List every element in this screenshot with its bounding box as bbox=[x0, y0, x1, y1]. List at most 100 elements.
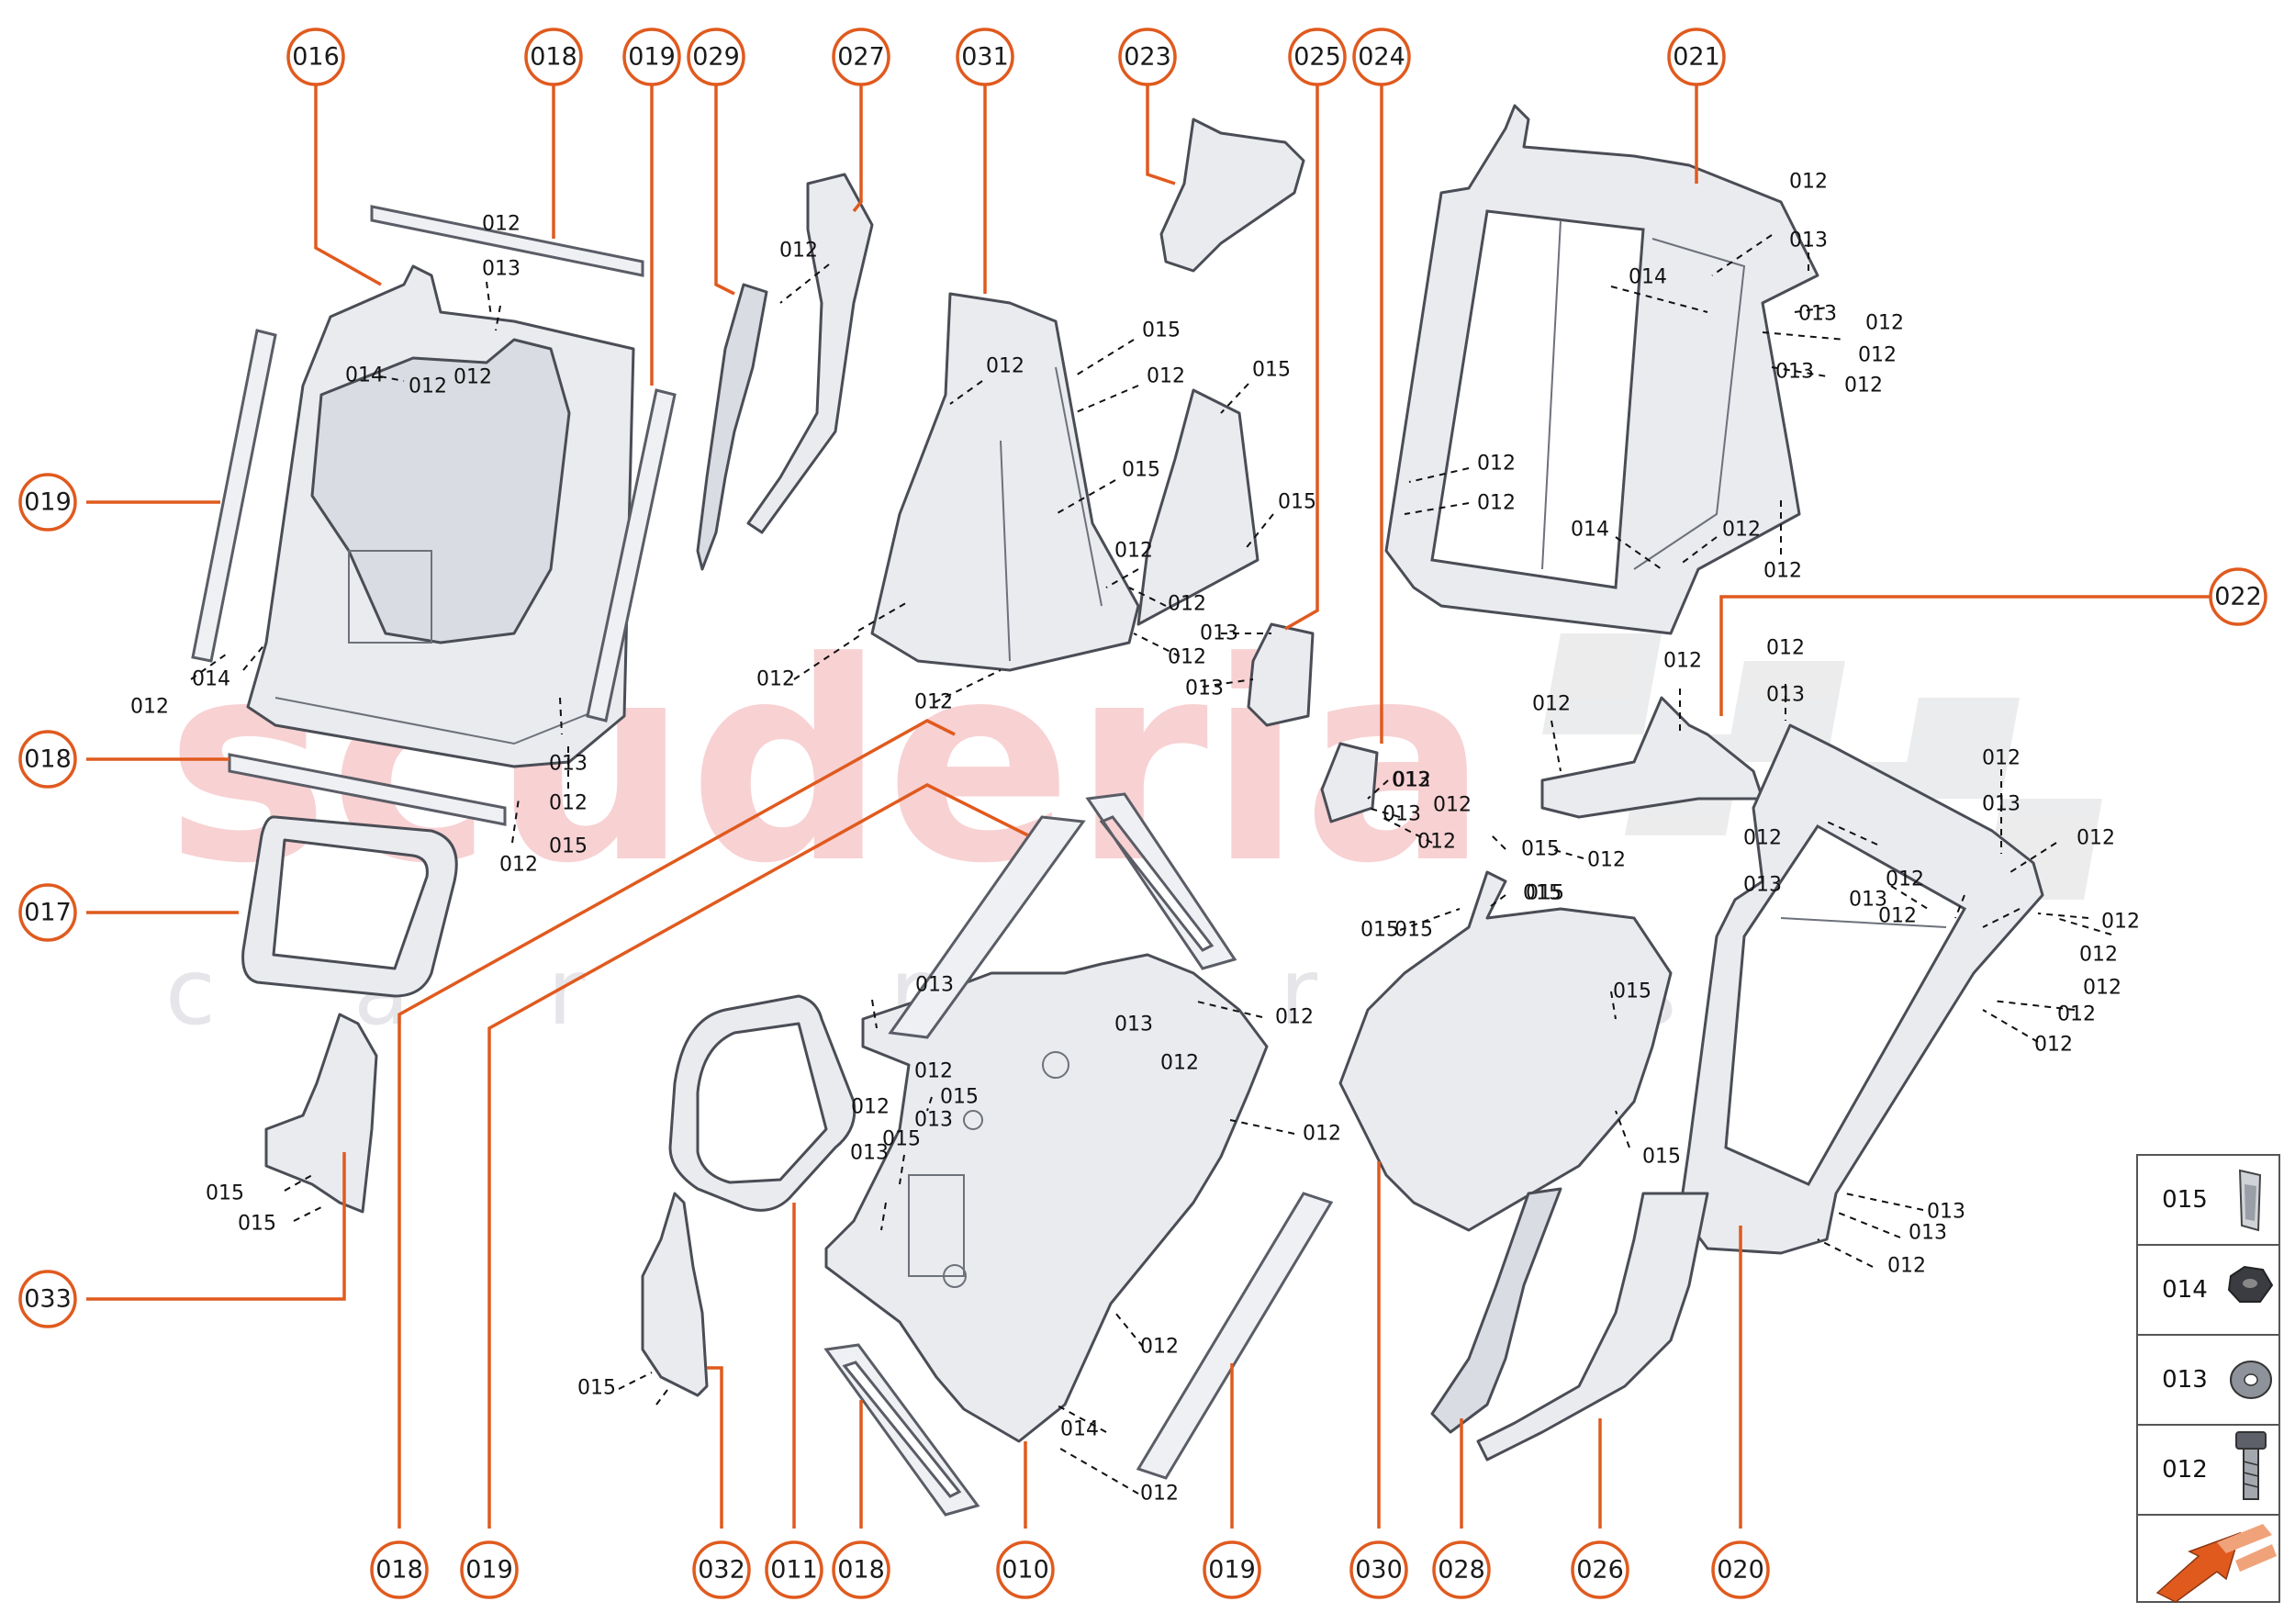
callout-029[interactable]: 029 bbox=[687, 28, 745, 86]
fastener-label: 012 bbox=[2079, 944, 2118, 967]
fastener-leaders bbox=[190, 234, 2112, 1495]
fastener-label: 012 bbox=[756, 668, 795, 691]
fastener-label: 014 bbox=[1060, 1418, 1099, 1441]
callout-019-left[interactable]: 019 bbox=[18, 473, 77, 532]
fastener-label: 012 bbox=[779, 240, 818, 263]
callout-019-bottom-2[interactable]: 019 bbox=[1203, 1540, 1261, 1599]
fastener-label: 013 bbox=[850, 1142, 889, 1165]
callout-028[interactable]: 028 bbox=[1432, 1540, 1491, 1599]
part-017-seal-frame bbox=[241, 815, 458, 998]
callout-017[interactable]: 017 bbox=[18, 883, 77, 942]
legend-code: 014 bbox=[2162, 1276, 2208, 1304]
svg-text:019: 019 bbox=[628, 43, 676, 72]
fastener-label: 013 bbox=[1383, 803, 1421, 826]
fastener-label: 012 bbox=[1766, 637, 1805, 660]
part-019-strip-left bbox=[191, 329, 277, 663]
callout-016[interactable]: 016 bbox=[286, 28, 345, 86]
callout-027[interactable]: 027 bbox=[832, 28, 890, 86]
callout-022[interactable]: 022 bbox=[2209, 567, 2267, 626]
callout-032[interactable]: 032 bbox=[692, 1540, 751, 1599]
fastener-label: 012 bbox=[1433, 794, 1472, 817]
part-018-strip-lower bbox=[228, 753, 507, 826]
fastener-label: 015 bbox=[1142, 319, 1181, 342]
part-031-air-duct bbox=[870, 292, 1140, 672]
fastener-label: 012 bbox=[1114, 540, 1153, 563]
fastener-labels: 012 013 014 012 012 014 012 012 012 013 … bbox=[130, 171, 2140, 1506]
fastener-label: 012 bbox=[549, 792, 588, 815]
callout-018-left[interactable]: 018 bbox=[18, 730, 77, 789]
callout-018[interactable]: 018 bbox=[524, 28, 583, 86]
svg-text:021: 021 bbox=[1673, 43, 1720, 72]
svg-text:018: 018 bbox=[24, 745, 72, 774]
part-027-duct bbox=[746, 173, 874, 534]
fastener-label: 012 bbox=[914, 691, 953, 714]
part-021-radiator-frame bbox=[1384, 104, 1819, 635]
callout-019[interactable]: 019 bbox=[622, 28, 681, 86]
fastener-label: 012 bbox=[1587, 849, 1626, 872]
fastener-label: 012 bbox=[1789, 171, 1828, 194]
fastener-label: 012 bbox=[2083, 977, 2121, 1000]
callout-021[interactable]: 021 bbox=[1667, 28, 1726, 86]
svg-text:019: 019 bbox=[24, 488, 72, 517]
fastener-label: 015 bbox=[1521, 838, 1560, 861]
fastener-label: 012 bbox=[1303, 1123, 1341, 1146]
svg-text:029: 029 bbox=[692, 43, 740, 72]
part-025-plate bbox=[1247, 622, 1315, 727]
fastener-label: 012 bbox=[986, 355, 1024, 378]
part-011-ring-seal bbox=[668, 994, 856, 1212]
fastener-label: 013 bbox=[1849, 889, 1887, 912]
fastener-label: 015 bbox=[1278, 491, 1316, 514]
part-drawings bbox=[191, 104, 2044, 1517]
callout-018-bottom[interactable]: 018 bbox=[370, 1540, 429, 1599]
svg-text:033: 033 bbox=[24, 1285, 72, 1314]
fastener-legend: 015 014 013 012 bbox=[2136, 1154, 2280, 1603]
callout-018-bottom-2[interactable]: 018 bbox=[832, 1540, 890, 1599]
callout-023[interactable]: 023 bbox=[1118, 28, 1177, 86]
fastener-label: 015 bbox=[549, 835, 588, 858]
part-016-radiator-housing bbox=[246, 264, 635, 768]
callout-030[interactable]: 030 bbox=[1349, 1540, 1408, 1599]
fastener-label: 015 bbox=[1613, 980, 1651, 1003]
part-028-duct bbox=[1430, 1187, 1562, 1434]
fastener-label: 012 bbox=[1663, 650, 1702, 673]
fastener-label: 012 bbox=[1393, 769, 1431, 792]
callout-019-bottom[interactable]: 019 bbox=[460, 1540, 519, 1599]
fastener-label: 012 bbox=[2034, 1034, 2073, 1057]
fastener-label: 012 bbox=[1140, 1336, 1179, 1359]
callout-025[interactable]: 025 bbox=[1288, 28, 1347, 86]
fastener-label: 012 bbox=[2077, 827, 2115, 850]
fastener-label: 015 bbox=[882, 1128, 921, 1151]
part-031-side-panel bbox=[1136, 388, 1259, 626]
part-019-strip-right bbox=[586, 388, 677, 722]
callout-010[interactable]: 010 bbox=[996, 1540, 1055, 1599]
svg-text:025: 025 bbox=[1293, 43, 1341, 72]
svg-text:019: 019 bbox=[465, 1556, 513, 1585]
callout-026[interactable]: 026 bbox=[1571, 1540, 1629, 1599]
callout-024[interactable]: 024 bbox=[1352, 28, 1411, 86]
svg-text:018: 018 bbox=[530, 43, 577, 72]
fastener-label: 013 bbox=[1909, 1222, 1947, 1245]
fastener-label: 012 bbox=[1763, 560, 1802, 583]
fastener-label: 012 bbox=[1477, 492, 1516, 515]
fastener-label: 013 bbox=[1766, 684, 1805, 707]
fastener-label: 015 bbox=[1360, 919, 1399, 942]
svg-text:022: 022 bbox=[2214, 583, 2262, 611]
callout-leaders bbox=[86, 77, 2211, 1529]
part-018-frame-rect-lower bbox=[823, 1343, 980, 1517]
part-020-radiator-frame bbox=[1678, 723, 2044, 1255]
part-019-strip-lower-right bbox=[1136, 1192, 1334, 1480]
fastener-label: 012 bbox=[1160, 1052, 1199, 1075]
part-019-diagonal-strip-upper bbox=[888, 815, 1086, 1039]
svg-text:017: 017 bbox=[24, 899, 72, 927]
fastener-label: 012 bbox=[2057, 1003, 2096, 1026]
callout-011[interactable]: 011 bbox=[765, 1540, 823, 1599]
callout-033[interactable]: 033 bbox=[18, 1270, 77, 1328]
fastener-label: 015 bbox=[1523, 882, 1562, 905]
fastener-label: 013 bbox=[914, 1109, 953, 1132]
callout-031[interactable]: 031 bbox=[956, 28, 1014, 86]
callouts: 016 018 019 029 027 031 023 025 024 021 … bbox=[18, 28, 2267, 1599]
fastener-label: 012 bbox=[1722, 519, 1761, 542]
fastener-label: 014 bbox=[1571, 519, 1609, 542]
callout-020[interactable]: 020 bbox=[1711, 1540, 1770, 1599]
part-024-clip bbox=[1320, 742, 1379, 823]
